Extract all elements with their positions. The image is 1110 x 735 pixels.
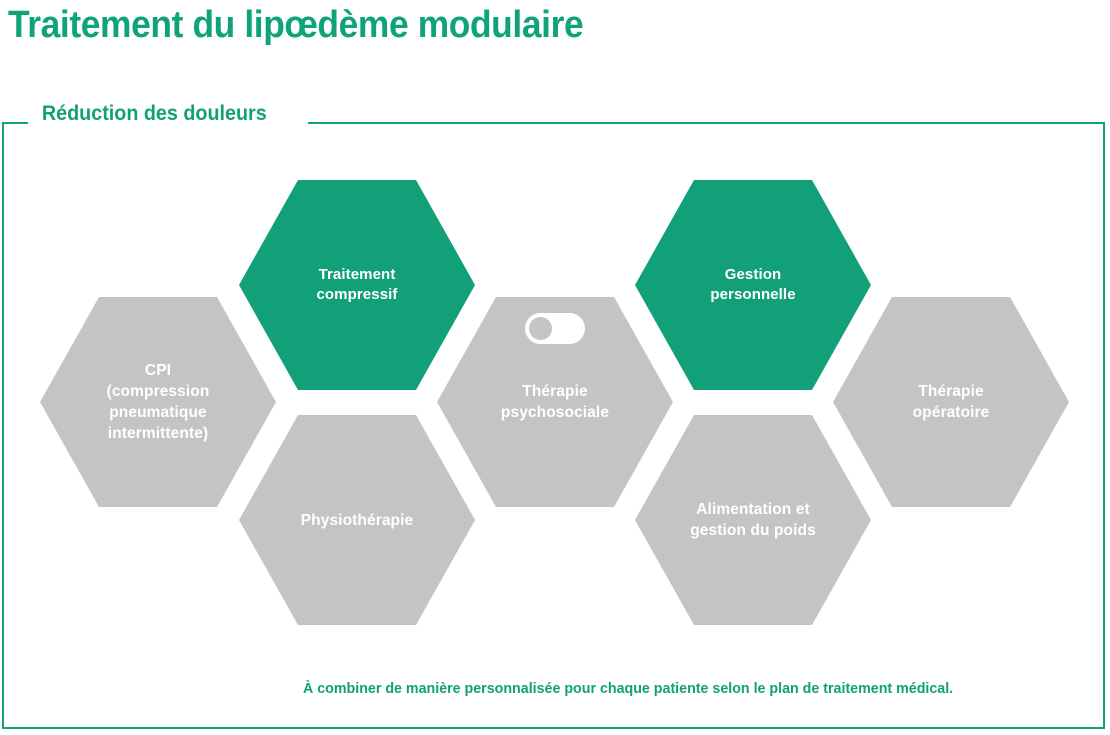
- hexagon-gestion-personnelle-label: Gestion personnelle: [710, 266, 796, 303]
- panel-legend: Réduction des douleurs: [40, 101, 273, 127]
- hexagon-physiotherapie[interactable]: Physiothérapie: [239, 415, 475, 625]
- hexagon-therapie-operatoire-label: Thérapie opératoire: [912, 383, 990, 421]
- footer-note: À combiner de manière personnalisée pour…: [303, 680, 954, 697]
- page-title: Traitement du lipœdème modulaire: [8, 4, 584, 46]
- hexagon-therapie-operatoire[interactable]: Thérapie opératoire: [833, 297, 1069, 507]
- hexagon-alimentation-poids[interactable]: Alimentation et gestion du poids: [635, 415, 871, 625]
- hexagon-cpi-label: CPI (compression pneumatique intermitten…: [106, 362, 210, 442]
- therapy-toggle-knob: [529, 317, 552, 340]
- hexagon-physiotherapie-label: Physiothérapie: [300, 511, 414, 529]
- hexagon-traitement-compressif-label: Traitement compressif: [316, 266, 398, 303]
- pain-reduction-panel: [2, 122, 1105, 729]
- hexagon-therapie-psychosociale-label: Thérapie psychosociale: [500, 383, 610, 421]
- therapy-toggle-wrap: [525, 313, 585, 344]
- hexagon-gestion-personnelle[interactable]: Gestion personnelle: [635, 180, 871, 390]
- hexagon-traitement-compressif[interactable]: Traitement compressif: [239, 180, 475, 390]
- hexagon-therapie-psychosociale[interactable]: Thérapie psychosociale: [437, 297, 673, 507]
- hexagon-cpi[interactable]: CPI (compression pneumatique intermitten…: [40, 297, 276, 507]
- hexagon-alimentation-poids-label: Alimentation et gestion du poids: [690, 501, 816, 539]
- therapy-toggle[interactable]: [525, 313, 585, 344]
